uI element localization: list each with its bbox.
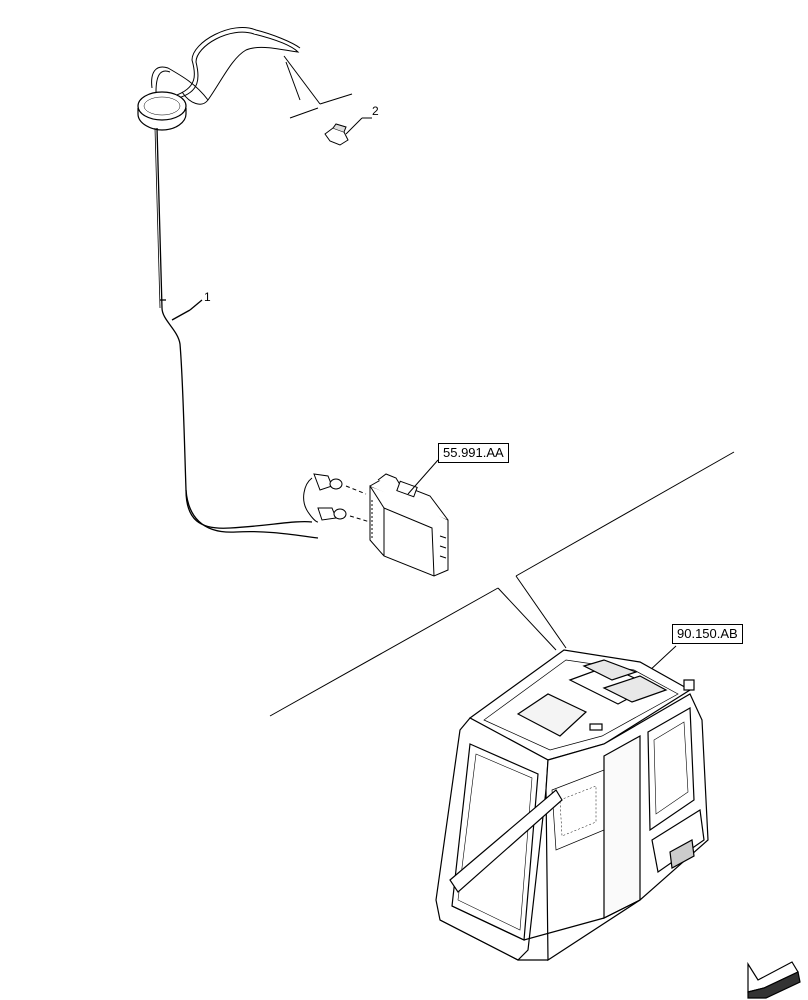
callout-cab: 90.150.AB: [672, 624, 743, 644]
callout-control-unit: 55.991.AA: [438, 443, 509, 463]
break-lines: [289, 93, 353, 119]
antenna-puck: [137, 91, 187, 131]
antenna-wire-loop: [151, 27, 321, 105]
reference-lines: [269, 451, 735, 717]
part-number-1: 1: [204, 290, 211, 304]
operator-cab: [435, 649, 709, 962]
antenna-cable: [154, 127, 319, 539]
part-number-2: 2: [372, 104, 379, 118]
arrow-icon: [747, 961, 801, 999]
control-unit: [369, 459, 449, 577]
cable-connectors: [303, 473, 371, 523]
clip-part: [324, 117, 372, 146]
